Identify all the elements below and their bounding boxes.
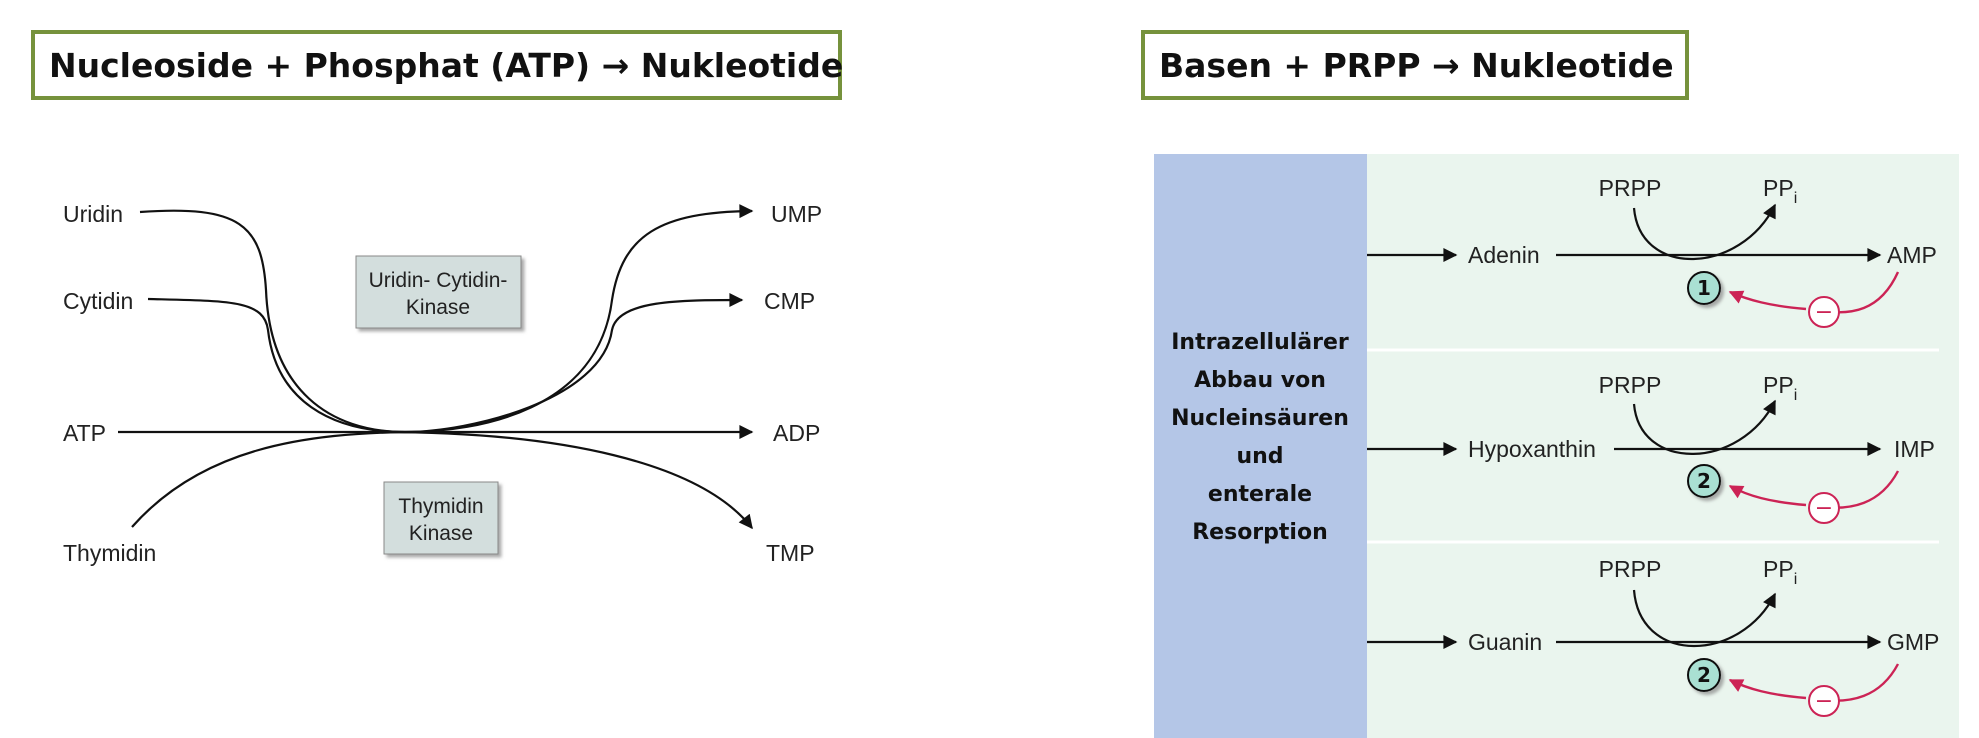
ump-curve bbox=[404, 204, 754, 434]
ppi-label: PPi bbox=[1763, 175, 1797, 207]
product-amp: AMP bbox=[1887, 242, 1937, 268]
inhibition-icon bbox=[1808, 492, 1840, 524]
side-panel-label: Intrazellulärer Abbau von Nucleinsäuren … bbox=[1171, 330, 1349, 545]
inhibition-sign: − bbox=[1815, 689, 1833, 714]
row-hypoxanthin: Hypoxanthin IMP PRPP PPi 2 − bbox=[1367, 372, 1935, 524]
inhibition-icon bbox=[1808, 685, 1840, 717]
prpp-label: PRPP bbox=[1599, 556, 1662, 582]
label-adp: ADP bbox=[773, 420, 820, 446]
title-right: Basen + PRPP → Nukleotide bbox=[1141, 30, 1689, 100]
side-label-line4: und bbox=[1236, 444, 1283, 469]
label-atp: ATP bbox=[63, 420, 106, 446]
uck-label-line1: Uridin- Cytidin- bbox=[369, 269, 508, 292]
label-cmp: CMP bbox=[764, 288, 815, 314]
uck-label-line2: Kinase bbox=[406, 296, 470, 319]
tmp-curve bbox=[379, 430, 753, 530]
product-gmp: GMP bbox=[1887, 629, 1939, 655]
product-imp: IMP bbox=[1894, 436, 1935, 462]
tk-label-line1: Thymidin bbox=[398, 495, 483, 518]
prpp-label: PRPP bbox=[1599, 175, 1662, 201]
enzyme-number: 2 bbox=[1697, 469, 1711, 493]
side-label-line3: Nucleinsäuren bbox=[1171, 406, 1349, 431]
uridin-cytidin-kinase-box: Uridin- Cytidin- Kinase bbox=[355, 255, 522, 329]
ppi-label: PPi bbox=[1763, 556, 1797, 588]
base-adenin: Adenin bbox=[1468, 242, 1540, 268]
side-panel bbox=[1154, 154, 1367, 738]
label-ump: UMP bbox=[771, 201, 822, 227]
enzyme-1-icon bbox=[1687, 271, 1721, 305]
label-uridin: Uridin bbox=[63, 201, 123, 227]
inhibition-sign: − bbox=[1815, 496, 1833, 521]
enzyme-number: 2 bbox=[1697, 663, 1711, 687]
thymidin-curve bbox=[131, 430, 421, 528]
row-guanin: Guanin GMP PRPP PPi 2 − bbox=[1367, 556, 1939, 717]
inhibition-icon bbox=[1808, 296, 1840, 328]
base-guanin: Guanin bbox=[1468, 629, 1542, 655]
label-tmp: TMP bbox=[766, 540, 815, 566]
title-left: Nucleoside + Phosphat (ATP) → Nukleotide bbox=[31, 30, 843, 100]
enzyme-2-icon bbox=[1687, 658, 1721, 692]
base-hypoxanthin: Hypoxanthin bbox=[1468, 436, 1596, 462]
side-label-line5: enterale bbox=[1208, 482, 1312, 507]
label-cytidin: Cytidin bbox=[63, 288, 133, 314]
ppi-label: PPi bbox=[1763, 372, 1797, 404]
side-label-line2: Abbau von bbox=[1194, 368, 1326, 393]
uridin-curve bbox=[139, 209, 406, 434]
row-adenin: Adenin AMP PRPP PPi 1 − bbox=[1367, 175, 1937, 328]
cytidin-curve bbox=[147, 297, 406, 434]
side-label-line6: Resorption bbox=[1192, 520, 1328, 545]
rows-background bbox=[1367, 154, 1959, 738]
left-kinase-diagram bbox=[118, 204, 754, 530]
label-thymidin: Thymidin bbox=[63, 540, 156, 566]
prpp-label: PRPP bbox=[1599, 372, 1662, 398]
enzyme-number: 1 bbox=[1697, 276, 1711, 300]
thymidin-kinase-box: Thymidin Kinase bbox=[383, 481, 499, 555]
inhibition-sign: − bbox=[1815, 300, 1833, 325]
enzyme-2-icon bbox=[1687, 464, 1721, 498]
side-label-line1: Intrazellulärer bbox=[1171, 330, 1349, 355]
cmp-curve bbox=[404, 293, 744, 434]
tk-label-line2: Kinase bbox=[409, 522, 473, 545]
right-panel-backgrounds bbox=[1154, 154, 1959, 738]
